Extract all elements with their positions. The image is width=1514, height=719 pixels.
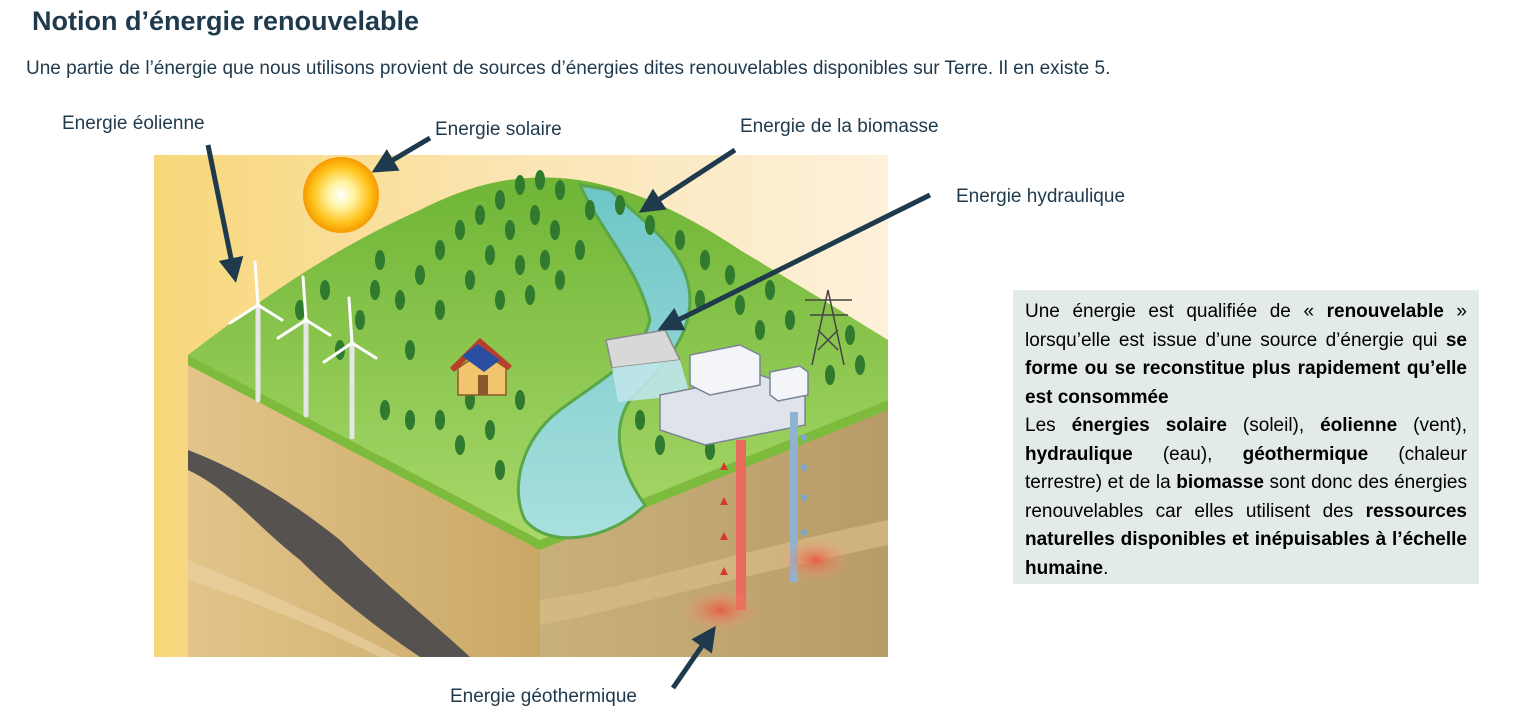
wind-turbines [228,260,378,440]
house-with-solar-panels [449,337,512,396]
cold-pipe [790,412,798,582]
flow-arrows-blue [800,435,808,538]
def-bold: ressources naturelles disponibles et iné… [1025,500,1467,579]
def-bold: énergies solaire [1071,415,1227,436]
pointer-arrows [205,135,932,690]
def-text: (soleil), [1226,415,1321,436]
arrow-biomasse [638,147,737,213]
label-energie-geothermique: Energie géothermique [450,686,637,707]
def-bold: éolienne [1320,415,1398,436]
heat-zone-1 [680,588,760,632]
def-bold: géothermique [1242,443,1369,465]
heat-zone-2 [780,538,850,582]
flow-arrows [720,462,728,575]
definition-paragraph-1: Une énergie est qualifiée de « renouvela… [1025,298,1467,412]
sun [303,157,379,233]
label-energie-solaire: Energie solaire [435,119,562,140]
forest [295,170,865,480]
soil-front-left [188,355,540,657]
def-text: (vent), [1397,415,1467,436]
page-subtitle: Une partie de l’énergie que nous utiliso… [26,58,1111,79]
def-text: Les [1025,415,1072,436]
soil-stripe-left [188,560,400,657]
def-text: Une énergie est qualifiée de « [1025,301,1327,322]
arrow-hydraulique [657,192,932,331]
label-energie-eolienne: Energie éolienne [62,113,205,134]
label-energie-biomasse: Energie de la biomasse [740,116,939,137]
rock-layer [188,450,470,657]
definition-paragraph-2: Les énergies solaire (soleil), éolienne … [1025,412,1467,583]
def-text: sont donc des énergies renouvelables car… [1025,472,1468,522]
def-bold: renouvelable [1326,301,1444,322]
def-text: . [1103,557,1109,579]
def-text: (eau), [1132,443,1243,465]
definition-box: Une énergie est qualifiée de « renouvela… [1013,290,1479,584]
geothermal-plant [659,344,809,446]
arrow-eolienne [205,144,244,283]
def-text: (chaleur terrestre) et de la [1025,443,1467,494]
def-bold: hydraulique [1025,443,1133,465]
label-energie-hydraulique: Energie hydraulique [956,186,1126,207]
page-title: Notion d’énergie renouvelable [32,6,420,36]
hot-pipe [736,440,746,610]
def-bold: biomasse [1176,472,1264,493]
dam-spill [612,360,690,402]
def-bold: se forme ou se reconstitue plus rapideme… [1025,329,1467,408]
river [517,183,692,540]
arrow-geothermique [670,625,716,690]
def-text: » lorsqu’elle est issue d’une source d’é… [1025,301,1467,351]
arrow-solaire [371,135,432,173]
power-pylon [805,289,852,366]
